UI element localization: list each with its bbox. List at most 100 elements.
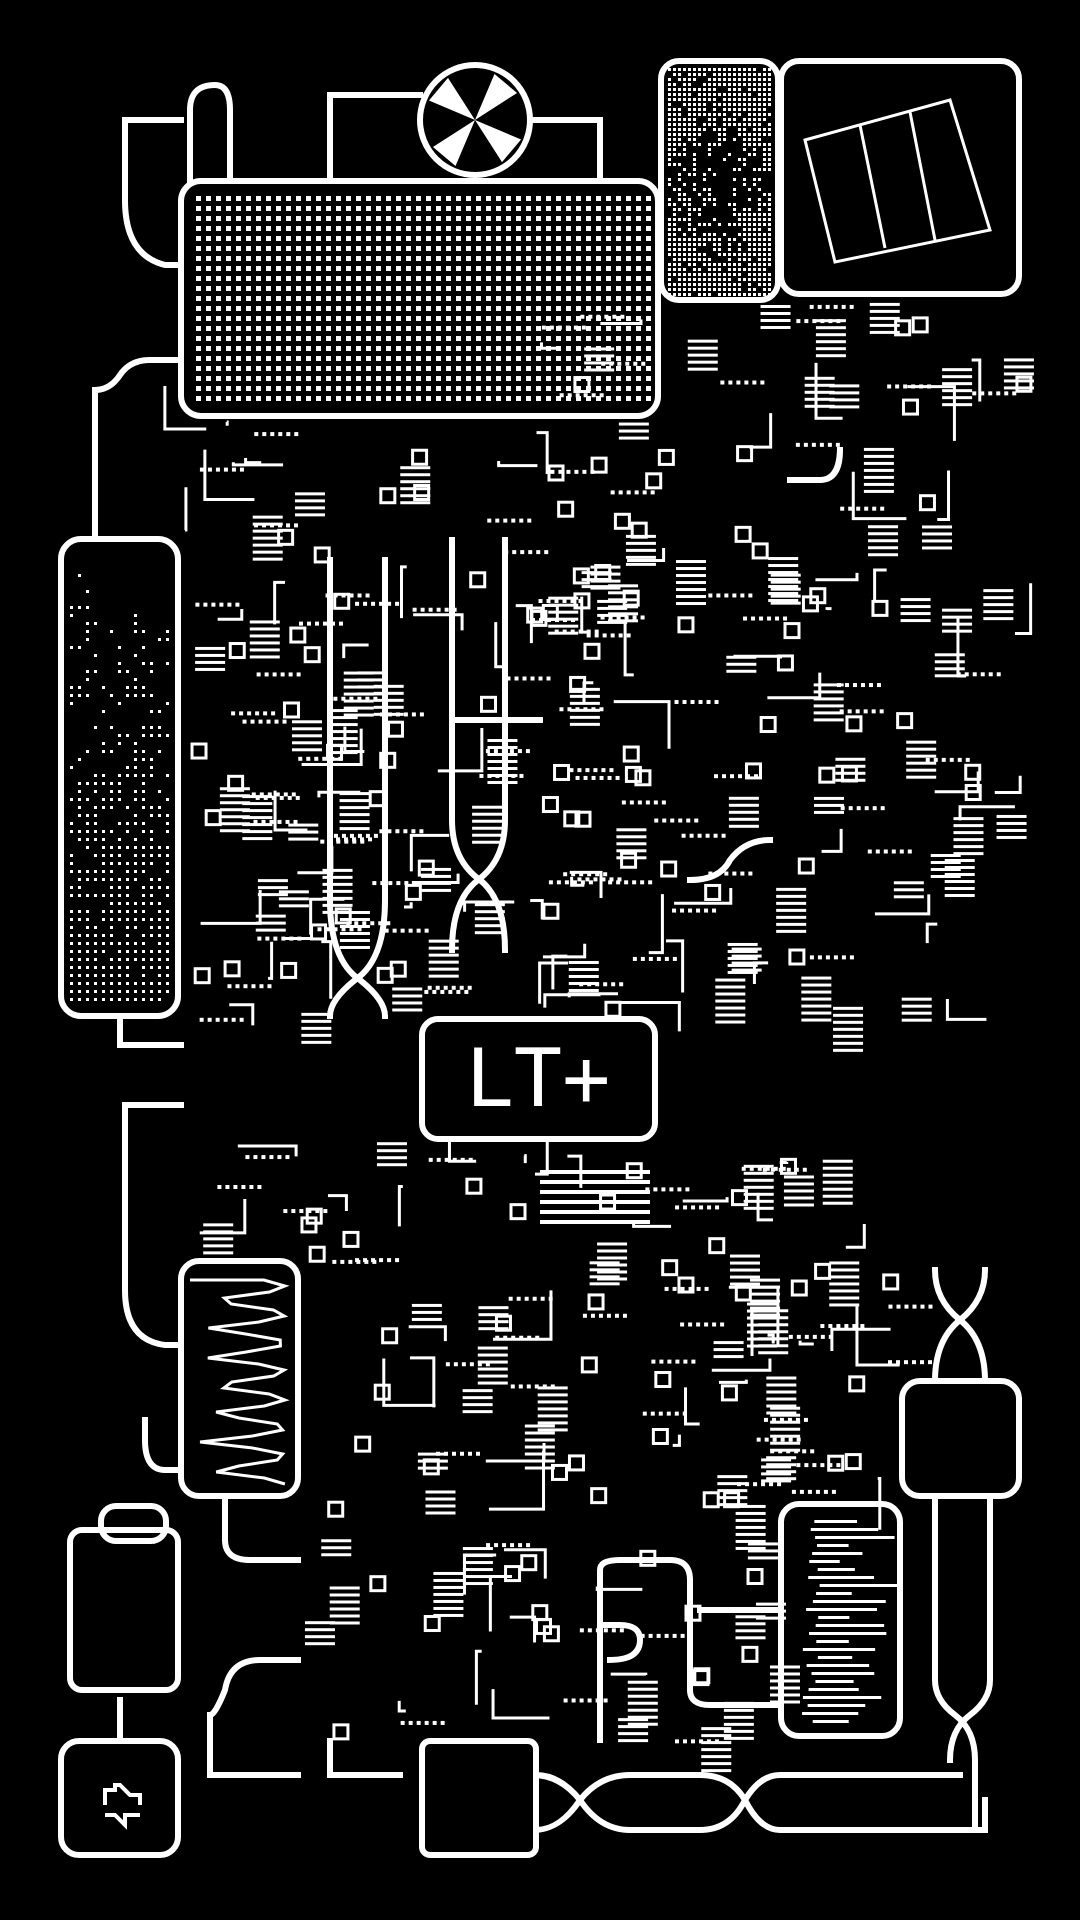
via-dot — [704, 1286, 709, 1291]
grid-dot — [606, 236, 611, 241]
grid-dot — [526, 386, 531, 391]
grid-dot — [616, 216, 621, 221]
grid-dot — [586, 296, 591, 301]
via-dot — [965, 757, 970, 762]
bus-line — [801, 997, 832, 1001]
dither-dot — [758, 223, 761, 226]
dither-dot — [70, 886, 73, 889]
bus-line — [770, 594, 801, 598]
dither-dot — [688, 258, 691, 261]
grid-dot — [456, 316, 461, 321]
grid-dot — [426, 266, 431, 271]
grid-dot — [286, 316, 291, 321]
dither-dot — [86, 934, 89, 937]
trace — [382, 1358, 436, 1407]
bus-line — [625, 541, 656, 545]
via-dot — [325, 927, 330, 932]
grid-dot — [286, 226, 291, 231]
grid-dot — [276, 376, 281, 381]
dither-dot — [698, 258, 701, 261]
grid-dot — [536, 226, 541, 231]
via-dot — [770, 1167, 775, 1172]
via-dot — [841, 955, 846, 960]
dither-dot — [86, 878, 89, 881]
dither-dot — [753, 128, 756, 131]
dither-dot — [763, 168, 766, 171]
bus-line — [462, 1582, 493, 1586]
dither-dot — [758, 293, 761, 296]
grid-dot — [546, 316, 551, 321]
dither-dot — [166, 798, 169, 801]
grid-dot — [386, 206, 391, 211]
grid-dot — [206, 276, 211, 281]
dither-dot — [728, 108, 731, 111]
dither-dot — [743, 93, 746, 96]
via-dot — [261, 1155, 266, 1160]
grid-dot — [646, 356, 651, 361]
bus-line — [627, 1680, 658, 1684]
via-dot — [281, 936, 286, 941]
grid-dot — [256, 226, 261, 231]
dither-dot — [723, 158, 726, 161]
pad — [583, 642, 601, 660]
dither-dot — [673, 188, 676, 191]
via-dot — [420, 607, 425, 612]
dither-dot — [753, 143, 756, 146]
via-dot — [767, 616, 772, 621]
pad — [630, 521, 648, 539]
bus-line — [1003, 386, 1034, 390]
via-dot — [618, 633, 623, 638]
grid-dot — [386, 286, 391, 291]
via-dot — [595, 1628, 600, 1633]
dither-dot — [738, 218, 741, 221]
grid-dot — [276, 236, 281, 241]
dither-dot — [688, 293, 691, 296]
grid-dot — [386, 236, 391, 241]
dither-dot — [150, 878, 153, 881]
via-dot — [534, 1384, 539, 1389]
pipe — [597, 1622, 644, 1664]
via-dot — [883, 849, 888, 854]
bus-line — [487, 739, 518, 743]
dither-dot — [673, 238, 676, 241]
dither-dot — [126, 958, 129, 961]
circuit-box — [419, 1738, 539, 1858]
via-dot — [253, 1155, 258, 1160]
dither-dot — [102, 910, 105, 913]
pad — [494, 1314, 512, 1332]
grid-dot — [376, 316, 381, 321]
dither-dot — [688, 203, 691, 206]
dither-dot — [763, 243, 766, 246]
via-dot — [762, 1167, 767, 1172]
bus-line — [822, 1201, 853, 1205]
grid-dot — [566, 316, 571, 321]
trace — [570, 876, 585, 887]
via-dot — [609, 768, 614, 773]
grid-dot — [546, 246, 551, 251]
pad — [305, 1207, 323, 1225]
grid-dot — [636, 246, 641, 251]
grid-dot — [636, 336, 641, 341]
pad — [741, 1645, 759, 1663]
grid-dot — [586, 286, 591, 291]
via-dot — [257, 936, 262, 941]
via-dot — [203, 602, 208, 607]
dither-dot — [150, 846, 153, 849]
bus-line — [597, 1270, 628, 1274]
bus-line — [906, 747, 937, 751]
dither-dot — [693, 168, 696, 171]
pad — [654, 1371, 672, 1389]
via-dot — [770, 1449, 775, 1454]
dither-dot — [166, 886, 169, 889]
dither-dot — [118, 982, 121, 985]
dither-dot — [768, 168, 771, 171]
dither-dot — [110, 870, 113, 873]
dither-dot — [78, 974, 81, 977]
bus-line — [755, 1616, 786, 1620]
bus-line — [829, 1296, 860, 1300]
dither-dot — [693, 243, 696, 246]
grid-dot — [366, 386, 371, 391]
bus-line — [901, 1011, 932, 1015]
trace — [551, 954, 568, 990]
dither-dot — [733, 208, 736, 211]
